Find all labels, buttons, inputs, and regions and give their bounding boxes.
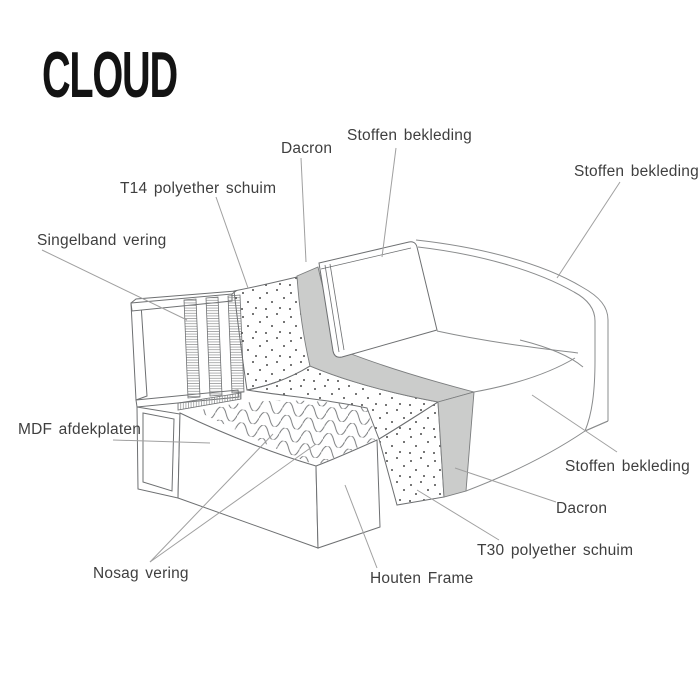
seat-back-crease <box>436 330 579 354</box>
label-dacron-top: Dacron <box>281 140 333 157</box>
seat-front-rim <box>473 357 576 393</box>
leader-houten-frame <box>344 484 378 569</box>
label-houten-frame: Houten Frame <box>370 570 474 587</box>
leader-t14-polyether-schuim <box>215 196 249 289</box>
leader-mdf-afdekplaten <box>112 439 211 444</box>
leader-dacron-top <box>300 157 307 263</box>
leader-lines <box>41 147 621 569</box>
label-t30-polyether-schuim: T30 polyether schuim <box>477 542 634 559</box>
label-stoffen-bekleding-bottom-right: Stoffen bekleding <box>565 458 690 475</box>
leader-dacron-bottom <box>454 467 557 503</box>
label-nosag-vering: Nosag vering <box>93 565 189 582</box>
frame-lower-panel-inner <box>142 412 175 492</box>
label-t14-polyether-schuim: T14 polyether schuim <box>120 180 277 197</box>
foam-layers <box>233 276 445 506</box>
label-singelband-vering: Singelband vering <box>37 232 167 249</box>
webbing-strap <box>205 296 223 397</box>
arm-inner-seat-curve <box>519 339 584 368</box>
leader-stoffen-bekleding-top <box>381 147 397 258</box>
dacron-front-face <box>437 391 475 498</box>
label-stoffen-bekleding-top: Stoffen bekleding <box>347 127 472 144</box>
nosag-springs-region <box>197 400 376 465</box>
leader-stoffen-bekleding-bottom-right <box>531 394 618 453</box>
seat-fabric <box>436 330 609 492</box>
cushion-trim-line <box>320 247 412 270</box>
label-stoffen-bekleding-right: Stoffen bekleding <box>574 163 699 180</box>
armrest-shell <box>415 239 609 432</box>
webbing-anchor-strip <box>177 392 242 411</box>
leader-stoffen-bekleding-right <box>556 181 621 279</box>
floor-edge-right <box>465 420 609 492</box>
brand-title: CLOUD <box>42 37 178 112</box>
label-mdf-afdekplaten: MDF afdekplaten <box>18 421 142 438</box>
arm-inner-edge <box>417 246 596 432</box>
leader-t30-polyether-schuim <box>416 489 500 541</box>
label-dacron-bottom: Dacron <box>556 500 608 517</box>
cushion-trim-line <box>324 264 340 353</box>
cushion-trim-line <box>329 263 345 351</box>
arm-outer-edge <box>415 239 609 421</box>
leader-singelband-vering <box>41 249 188 321</box>
webbing-straps <box>183 294 245 399</box>
webbing-strap <box>183 298 201 399</box>
leader-nosag-vering-2 <box>149 443 317 563</box>
back-cushion-face <box>318 241 438 358</box>
back-cushion <box>318 241 438 358</box>
leader-nosag-vering-1 <box>149 433 274 563</box>
arm-bottom-corner <box>584 420 609 432</box>
frame-left-stile <box>130 302 148 401</box>
